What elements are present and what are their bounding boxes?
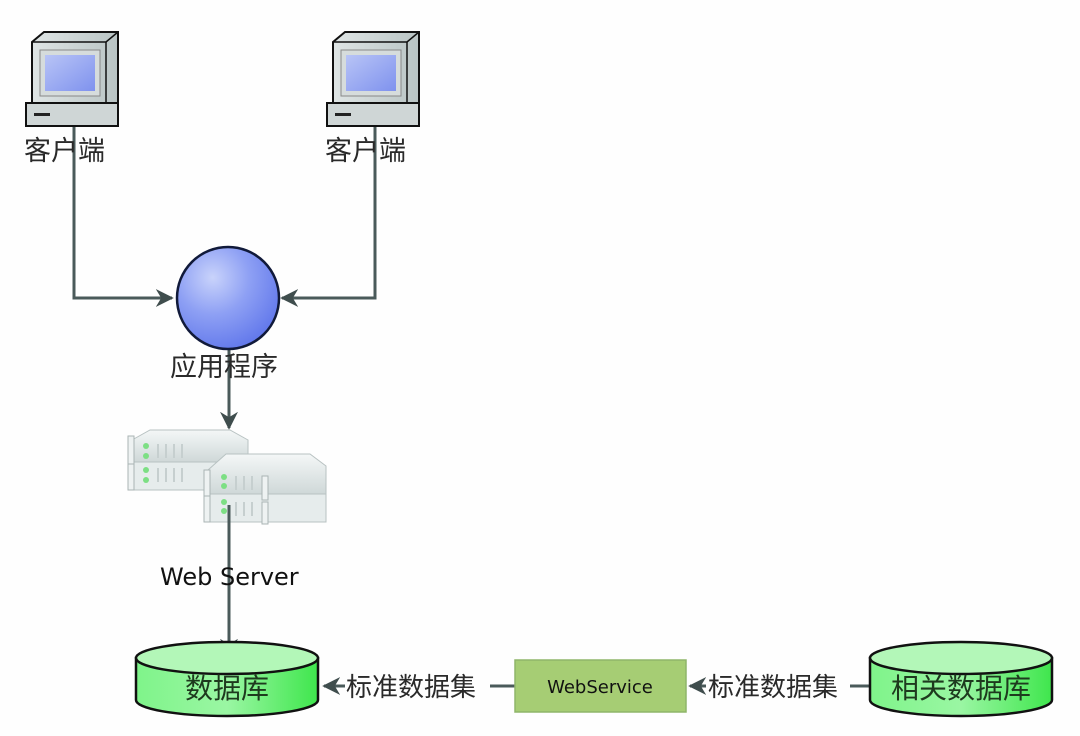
computer-icon	[25, 31, 119, 127]
database-node: 数据库	[134, 640, 320, 718]
client-left-label: 客户端	[24, 136, 105, 167]
related-database-node: 相关数据库	[868, 640, 1054, 718]
server-rack-icon	[127, 429, 327, 525]
database-cylinder-icon	[134, 640, 320, 718]
webservice-node: WebService	[514, 659, 687, 713]
database-cylinder-icon	[868, 640, 1054, 718]
web-server-label: Web Server	[160, 563, 299, 591]
connectors	[72, 126, 870, 695]
database-label: 数据库	[185, 672, 269, 705]
application-node: 应用程序	[170, 245, 281, 383]
edge-label-standard-dataset-right: 标准数据集	[708, 673, 838, 703]
edge-label-standard-dataset-left: 标准数据集	[346, 673, 476, 703]
application-circle-icon	[175, 245, 281, 351]
client-right-label: 客户端	[325, 136, 406, 167]
webservice-label: WebService	[547, 677, 653, 698]
webservice-box	[514, 659, 687, 713]
edge-client-right-to-app	[280, 126, 377, 307]
computer-icon	[326, 31, 420, 127]
related-database-label: 相关数据库	[891, 672, 1031, 705]
client-left-node: 客户端	[24, 31, 119, 167]
edge-client-left-to-app	[72, 126, 174, 307]
application-label: 应用程序	[170, 352, 278, 383]
client-right-node: 客户端	[325, 31, 420, 167]
web-server-node: Web Server	[127, 429, 327, 591]
